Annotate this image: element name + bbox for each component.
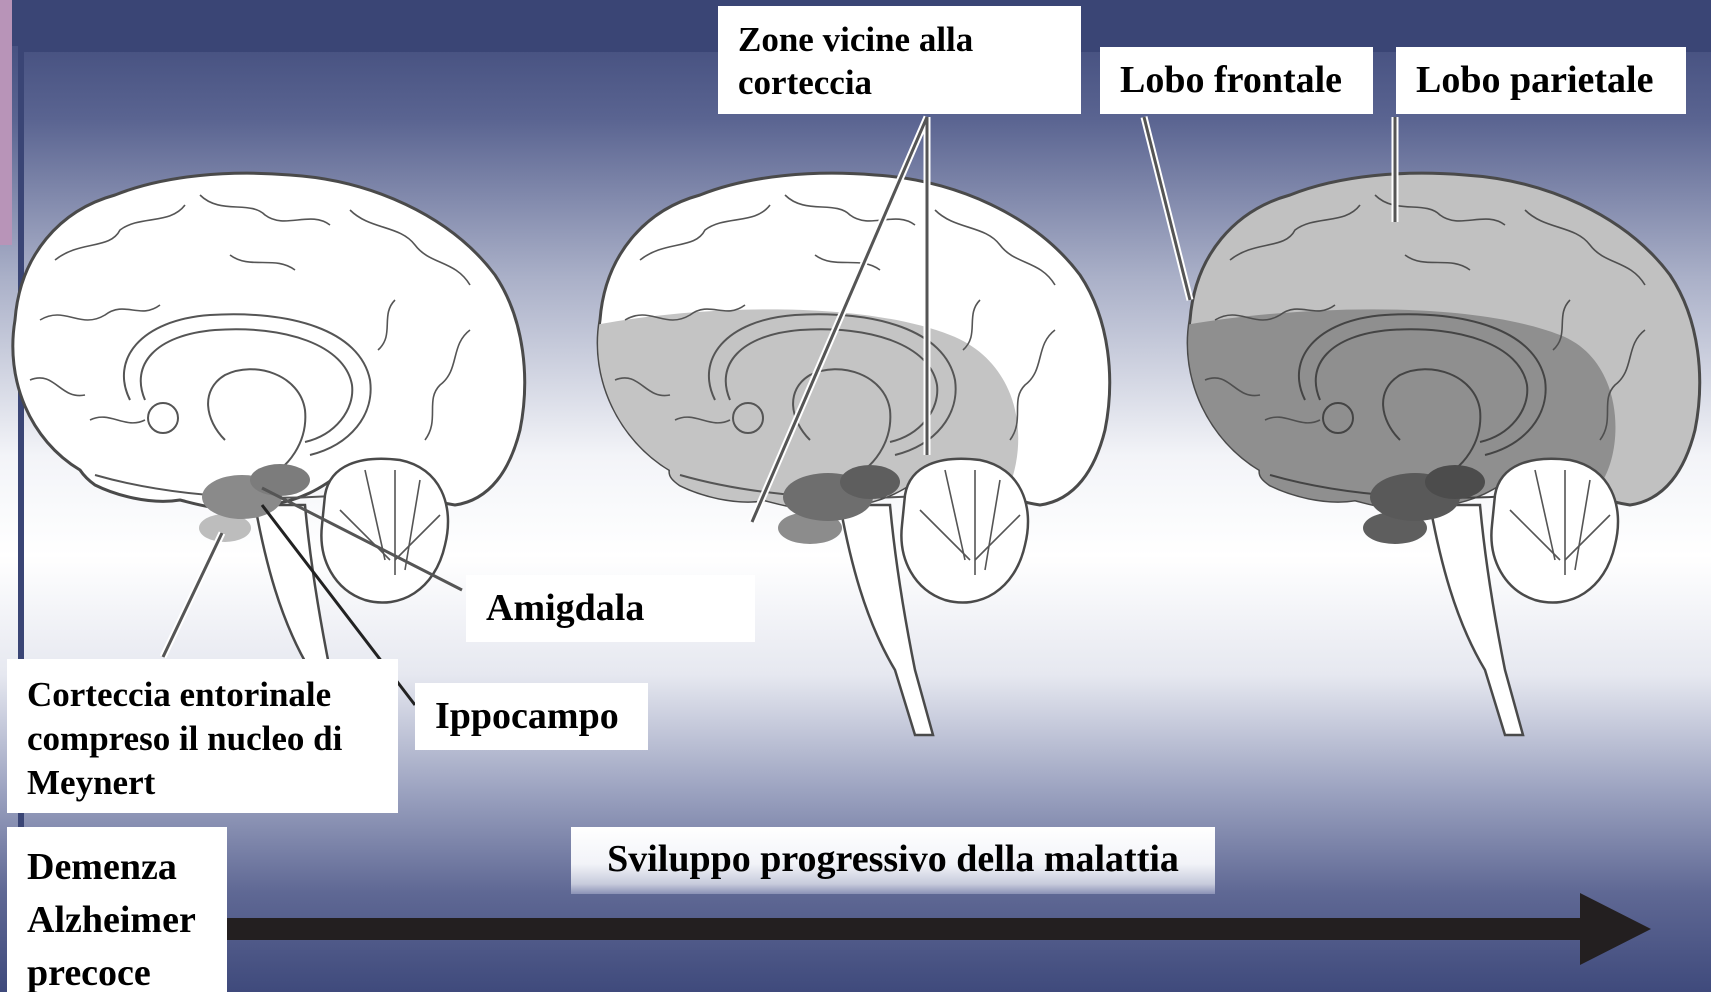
label-corteccia-entorinale: Corteccia entorinale compreso il nucleo … (7, 659, 398, 813)
brain-mid (595, 173, 1110, 735)
label-lobo-frontale: Lobo frontale (1100, 47, 1373, 114)
label-entorinale-line2: compreso il nucleo di (27, 717, 398, 761)
brain-late-amygdala (1425, 465, 1485, 499)
label-entorinale-line3: Meynert (27, 761, 398, 805)
label-ippocampo: Ippocampo (415, 683, 648, 750)
brain-mid-amygdala (840, 465, 900, 499)
brain-early (13, 173, 525, 735)
brain-late-cerebellum (1491, 459, 1618, 603)
label-demenza-line3: precoce (27, 947, 227, 992)
label-zone-line2: corteccia (738, 61, 1081, 104)
label-entorinale-line1: Corteccia entorinale (27, 673, 398, 717)
brain-mid-cerebellum (901, 459, 1028, 603)
brain-early-cerebellum (321, 459, 448, 603)
label-sviluppo-progressivo: Sviluppo progressivo della malattia (571, 827, 1215, 894)
label-demenza-line1: Demenza (27, 841, 227, 894)
label-zone-line1: Zone vicine alla (738, 18, 1081, 61)
progress-arrow (227, 893, 1651, 965)
label-zone-vicine-corteccia: Zone vicine alla corteccia (718, 6, 1081, 114)
brain-early-amygdala (250, 464, 310, 496)
label-amigdala: Amigdala (466, 575, 755, 642)
brain-late (1185, 173, 1700, 735)
brain-early-cerebrum (13, 173, 525, 509)
leader-entorinale (163, 533, 222, 657)
leader-frontale (1144, 117, 1190, 300)
label-lobo-parietale: Lobo parietale (1396, 47, 1686, 114)
label-demenza-line2: Alzheimer (27, 894, 227, 947)
label-demenza-alzheimer-precoce: Demenza Alzheimer precoce (7, 827, 227, 992)
